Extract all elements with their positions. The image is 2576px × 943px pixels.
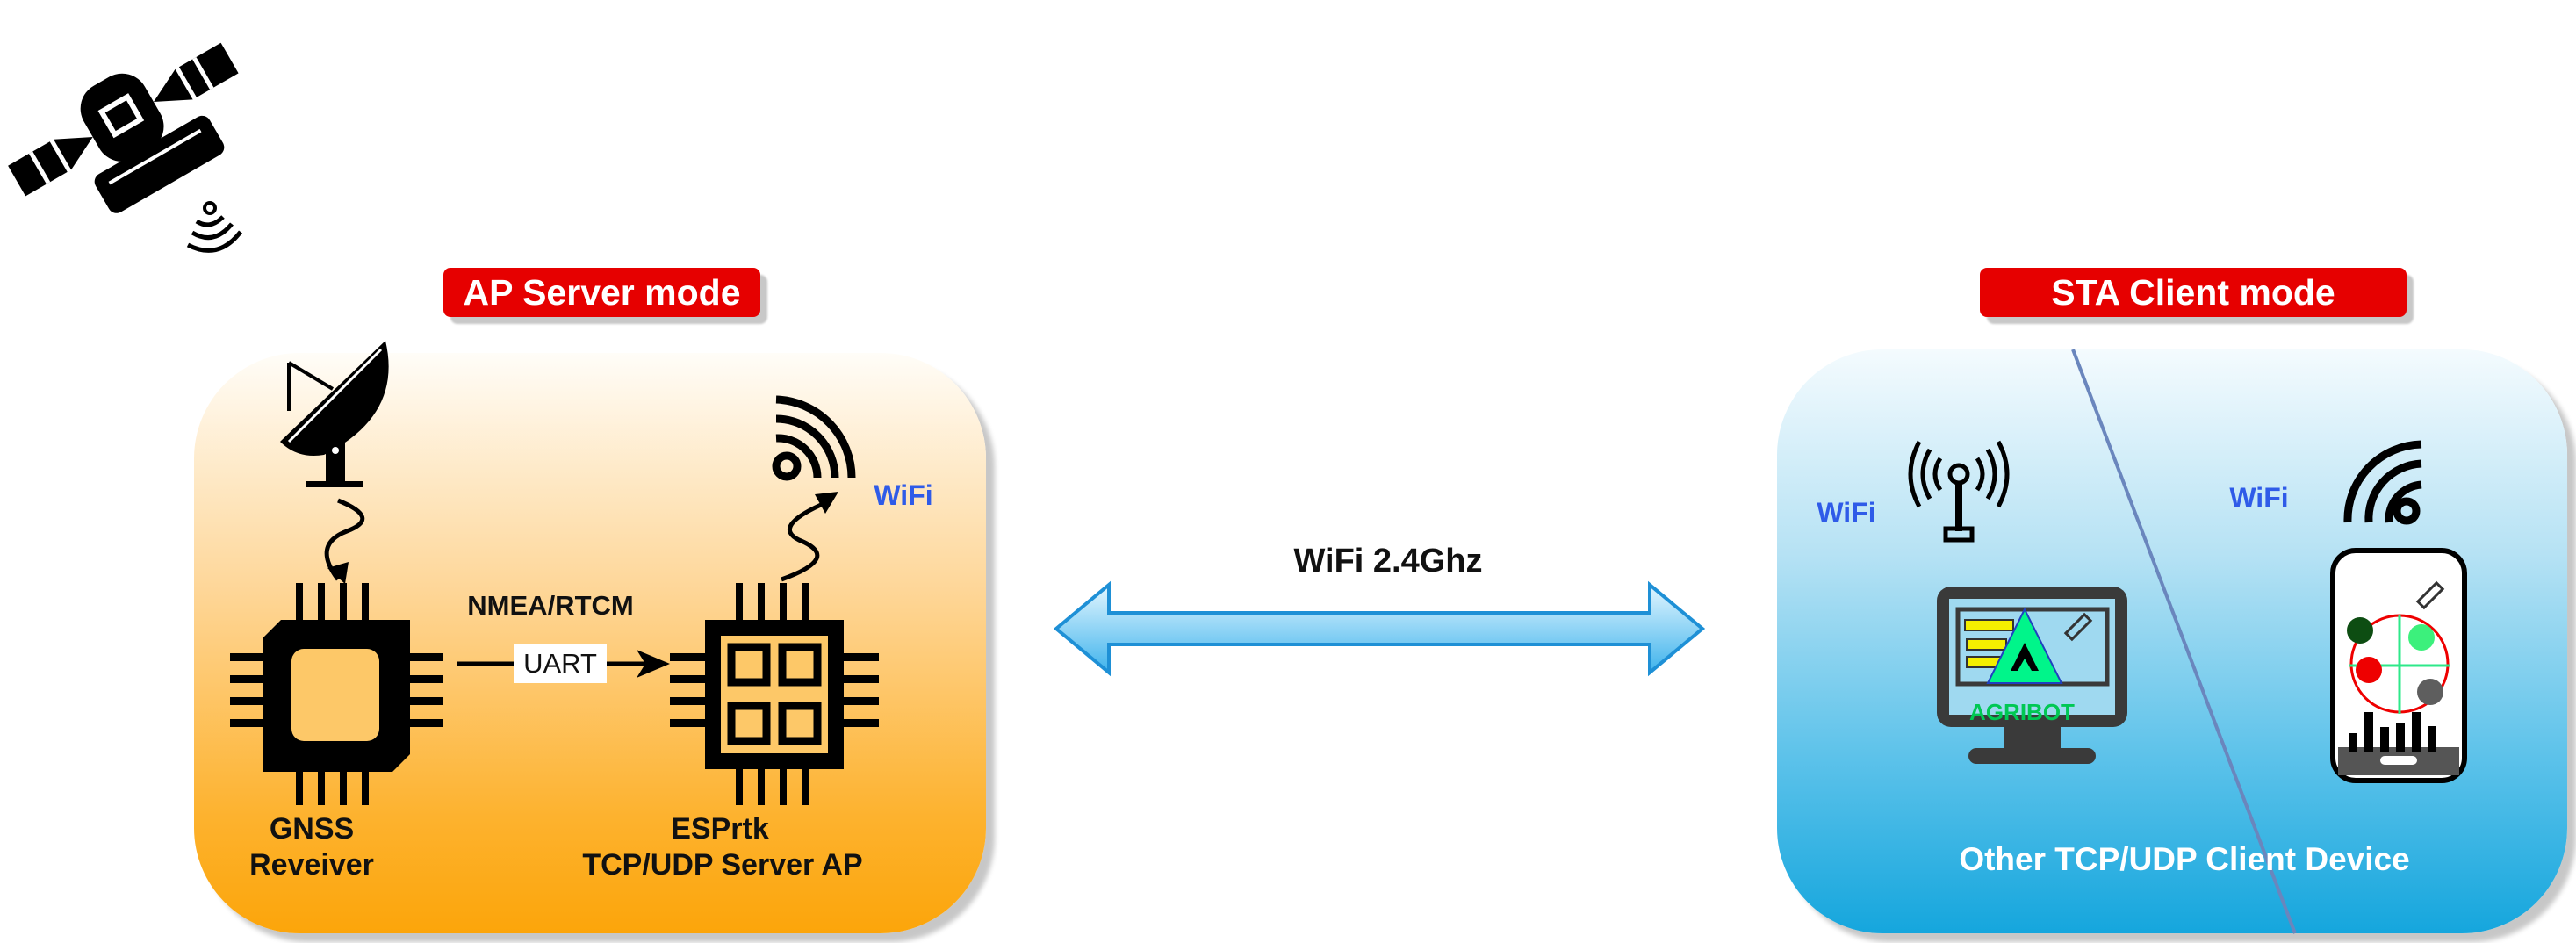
satellite-dish-icon: [280, 341, 389, 487]
client-wifi-label-left: WiFi: [1817, 497, 1876, 529]
wifi-signal-icon: [2343, 440, 2422, 525]
gnss-receiver-chip-icon: [230, 583, 443, 805]
wifi-link-double-arrow: [1053, 580, 1706, 677]
smartphone-app-icon: [2330, 548, 2467, 783]
esprtk-chip-icon: [670, 583, 879, 805]
signal-arrow: [781, 492, 838, 582]
satellite-icon: [8, 42, 242, 253]
client-device-label: Other TCP/UDP Client Device: [1959, 841, 2410, 877]
protocol-label: NMEA/RTCM: [467, 590, 634, 621]
esp-label-line1: ESPrtk: [671, 812, 769, 846]
server-wifi-label: WiFi: [874, 479, 933, 511]
uart-label: UART: [514, 644, 607, 683]
antenna-icon: [1908, 440, 2010, 543]
signal-arrow: [324, 498, 365, 584]
gnss-label-line2: Reveiver: [249, 848, 374, 882]
client-wifi-label-right: WiFi: [2229, 482, 2289, 514]
wifi-signal-icon: [772, 395, 856, 481]
divider-line: [2071, 349, 2297, 934]
sta-client-mode-badge: STA Client mode: [1980, 268, 2407, 317]
esp-label-line2: TCP/UDP Server AP: [582, 848, 863, 882]
ap-server-mode-badge: AP Server mode: [443, 268, 760, 317]
agribot-monitor-icon: [1937, 587, 2127, 764]
agribot-app-name: AGRIBOT: [1969, 699, 2075, 725]
gnss-label-line1: GNSS: [269, 812, 355, 846]
wifi-link-label: WiFi 2.4Ghz: [1293, 543, 1483, 579]
